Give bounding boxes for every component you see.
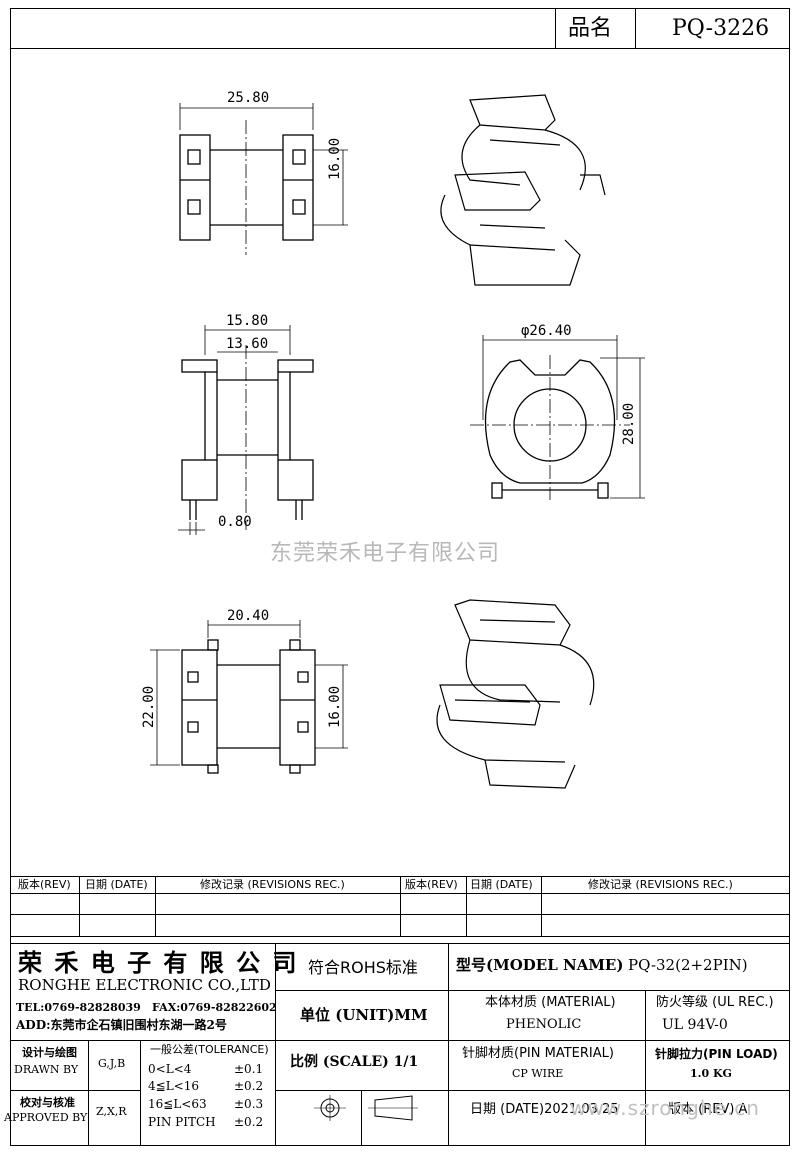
- model-value: PQ-32(2+2PIN): [628, 956, 748, 974]
- iso-view-bottom: [436, 599, 595, 789]
- scale-label: 比例 (SCALE) 1/1: [290, 1054, 419, 1070]
- tolerance-value: ±0.3: [234, 1097, 264, 1111]
- revisions-header: 修改记录 (REVISIONS REC.): [588, 878, 733, 891]
- check-label: 校对与核准: [20, 1096, 75, 1109]
- rohs-compliance: 符合ROHS标准: [308, 958, 418, 977]
- design-value: G,J,B: [98, 1057, 126, 1070]
- drawing-frame: [10, 8, 790, 1146]
- header-bottom-line: [10, 48, 790, 49]
- unit-label: 单位 (UNIT)MM: [300, 1006, 428, 1024]
- design-label: 设计与绘图: [22, 1046, 77, 1059]
- check-value: Z,X,R: [96, 1105, 127, 1118]
- pin-material-value: CP WIRE: [512, 1067, 564, 1080]
- front-view: [470, 335, 645, 500]
- date-label: 日期 (DATE)2021.03.25: [470, 1102, 619, 1117]
- company-address: ADD:东莞市企石镇旧围村东湖一路2号: [16, 1018, 227, 1032]
- dim-pin-width: 0.80: [218, 514, 252, 530]
- tolerance-value: ±0.2: [234, 1079, 264, 1093]
- drawn-by-label: DRAWN BY: [14, 1063, 79, 1076]
- revision-label: 版本 (REV) A: [668, 1102, 748, 1117]
- side-view: [178, 325, 314, 535]
- dim-bottom-width: 20.40: [227, 608, 270, 624]
- company-fax: FAX:0769-82822602: [152, 1001, 277, 1014]
- dim-side-outer: 15.80: [226, 313, 269, 329]
- company-name-en: RONGHE ELECTRONIC CO.,LTD: [18, 976, 271, 994]
- tolerance-value: ±0.2: [234, 1115, 264, 1129]
- rev-header: 版本(REV): [405, 878, 458, 891]
- tolerance-range: 16≦L<63: [148, 1097, 207, 1111]
- header-divider: [635, 8, 636, 48]
- tolerance-value: ±0.1: [234, 1062, 264, 1076]
- header-label: 品名: [568, 16, 613, 41]
- tolerance-label: 一般公差(TOLERANCE): [150, 1043, 269, 1056]
- fire-rating-value: UL 94V-0: [662, 1017, 728, 1033]
- fire-rating-label: 防火等级 (UL REC.): [656, 995, 774, 1010]
- top-view: [179, 103, 348, 255]
- model-label: 型号(MODEL NAME): [456, 956, 624, 974]
- part-number: PQ-3226: [672, 16, 770, 41]
- pin-load-label: 针脚拉力(PIN LOAD): [655, 1047, 778, 1061]
- approved-by-label: APPROVED BY: [4, 1111, 88, 1124]
- material-label: 本体材质 (MATERIAL): [485, 995, 616, 1010]
- dim-side-inner: 13.60: [226, 336, 269, 352]
- tolerance-range: 4≦L<16: [148, 1079, 199, 1093]
- company-name-cn: 荣 禾 电 子 有 限 公 司: [18, 948, 299, 977]
- date-header: 日期 (DATE): [470, 878, 533, 891]
- iso-view-top: [440, 94, 606, 286]
- website-watermark: www.szronghe.cn: [570, 1096, 760, 1120]
- pin-load-value: 1.0 KG: [690, 1067, 732, 1080]
- tolerance-range: 0<L<4: [148, 1062, 192, 1076]
- pin-material-label: 针脚材质(PIN MATERIAL): [462, 1046, 614, 1061]
- company-tel: TEL:0769-82828039: [16, 1001, 141, 1014]
- tolerance-range: PIN PITCH: [148, 1115, 216, 1129]
- revisions-header: 修改记录 (REVISIONS REC.): [200, 878, 345, 891]
- header-divider: [555, 8, 556, 48]
- material-value: PHENOLIC: [506, 1017, 582, 1032]
- company-watermark: 东莞荣禾电子有限公司: [270, 541, 501, 566]
- dim-top-width: 25.80: [227, 90, 270, 106]
- dim-front-diameter: φ26.40: [521, 323, 572, 339]
- bottom-view: [150, 620, 348, 774]
- date-header: 日期 (DATE): [85, 878, 148, 891]
- rev-header: 版本(REV): [18, 878, 71, 891]
